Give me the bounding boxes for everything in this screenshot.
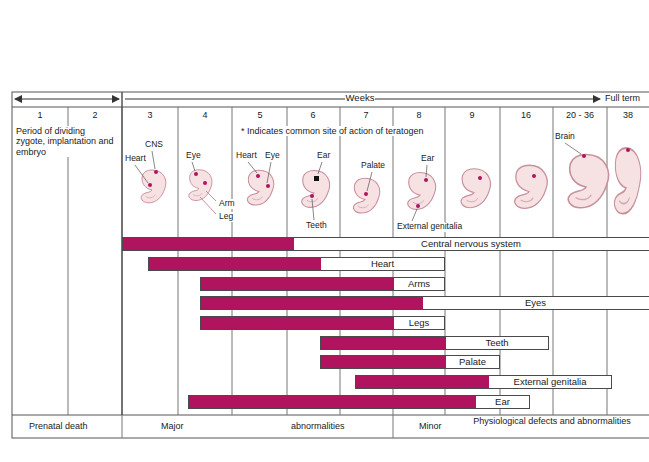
bar-label: Central nervous system	[294, 238, 648, 250]
sensitive-period	[149, 258, 321, 270]
axis-end: Full term	[604, 93, 641, 103]
organ-label: Heart	[124, 154, 147, 164]
period-bar: Palate	[320, 355, 500, 369]
week-number: 3	[146, 110, 153, 120]
week-number: 1	[36, 110, 43, 120]
bar-label: Ear	[476, 396, 529, 408]
period-bar: Legs	[200, 316, 445, 330]
outcome-label: Physiological defects and abnormalities	[463, 416, 641, 426]
week-number: 8	[415, 110, 422, 120]
week-number: 6	[309, 110, 316, 120]
axis-title: Weeks	[345, 93, 376, 104]
sensitive-period	[201, 317, 394, 329]
organ-label: Eye	[185, 151, 202, 161]
organ-label: Ear	[420, 154, 435, 164]
period-bar: Arms	[200, 277, 445, 291]
bar-label: Legs	[394, 317, 444, 329]
period-bar: Eyes	[200, 296, 649, 310]
sensitive-period	[201, 297, 423, 309]
week-number: 7	[362, 110, 369, 120]
bar-label: Arms	[394, 278, 444, 290]
outcome-label: abnormalities	[290, 421, 346, 431]
period-bar: Central nervous system	[122, 237, 649, 251]
sensitive-period	[201, 278, 394, 290]
bar-label: Eyes	[423, 297, 648, 309]
week-number: 16	[520, 110, 532, 120]
week-number: 38	[622, 110, 634, 120]
sensitive-period	[356, 376, 489, 388]
organ-label: Palate	[360, 161, 386, 171]
organ-label: Eye	[264, 151, 281, 161]
period-bar: External genitalia	[355, 375, 612, 389]
bar-label: Teeth	[446, 337, 548, 349]
outcome-label: Minor	[418, 421, 443, 431]
week-number: 2	[91, 110, 98, 120]
bar-label: Heart	[321, 258, 444, 270]
week-number: 4	[201, 110, 208, 120]
period-bar: Teeth	[320, 336, 549, 350]
week-number: 9	[468, 110, 475, 120]
bar-label: External genitalia	[489, 376, 611, 388]
organ-label: External genitalia	[396, 222, 463, 232]
period-bar: Heart	[148, 257, 445, 271]
organ-label: Ear	[316, 151, 331, 161]
organ-label: Heart	[235, 151, 258, 161]
sensitive-period	[189, 396, 476, 408]
organ-label: CNS	[144, 140, 164, 150]
organ-label: Arm	[218, 199, 236, 209]
sensitive-period	[123, 238, 294, 250]
sensitive-period	[321, 356, 446, 368]
week-number: 20 - 36	[565, 110, 595, 120]
period-note: Period of dividing zygote, implantation …	[15, 126, 115, 157]
legend-note: * Indicates common site of action of ter…	[240, 126, 425, 136]
sensitive-period	[321, 337, 446, 349]
organ-label: Brain	[554, 132, 576, 142]
embryo-illustrations	[141, 148, 641, 214]
organ-label: Teeth	[305, 221, 328, 231]
period-bar: Ear	[188, 395, 530, 409]
outcome-label: Prenatal death	[28, 421, 89, 431]
bar-label: Palate	[446, 356, 499, 368]
outcome-label: Major	[160, 421, 185, 431]
organ-label: Leg	[218, 212, 234, 222]
week-number: 5	[256, 110, 263, 120]
